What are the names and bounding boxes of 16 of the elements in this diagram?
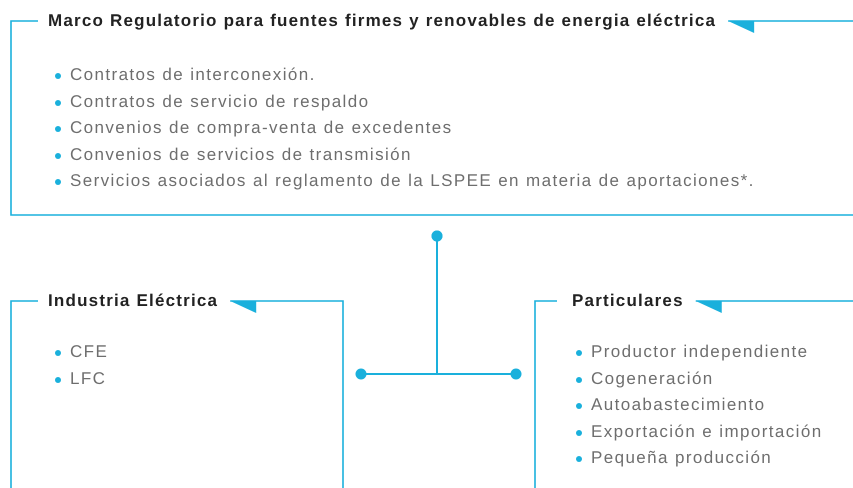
list-item: Exportación e importación xyxy=(576,418,823,444)
list-item: Convenios de servicios de transmisión xyxy=(55,142,412,168)
list-item: Productor independiente xyxy=(576,339,808,365)
list-item: Pequeña producción xyxy=(576,445,772,471)
panel-heading: Marco Regulatorio para fuentes firmes y renovables de energia eléctrica xyxy=(48,10,716,32)
panel-heading: Industria Eléctrica xyxy=(48,290,218,312)
panel-heading: Particulares xyxy=(572,290,684,312)
list-item: CFE xyxy=(55,339,108,365)
list-item: Contratos de interconexión. xyxy=(55,62,316,88)
list-item: Autoabastecimiento xyxy=(576,392,766,418)
list-item: Contratos de servicio de respaldo xyxy=(55,88,370,114)
list-item: Servicios asociados al reglamento de la LSPEE en materia de aportaciones*. xyxy=(55,168,755,194)
list-item: LFC xyxy=(55,366,106,392)
connector-line xyxy=(432,230,522,380)
list-item: Cogeneración xyxy=(576,366,714,392)
list-item: Convenios de compra-venta de excedentes xyxy=(55,115,453,141)
